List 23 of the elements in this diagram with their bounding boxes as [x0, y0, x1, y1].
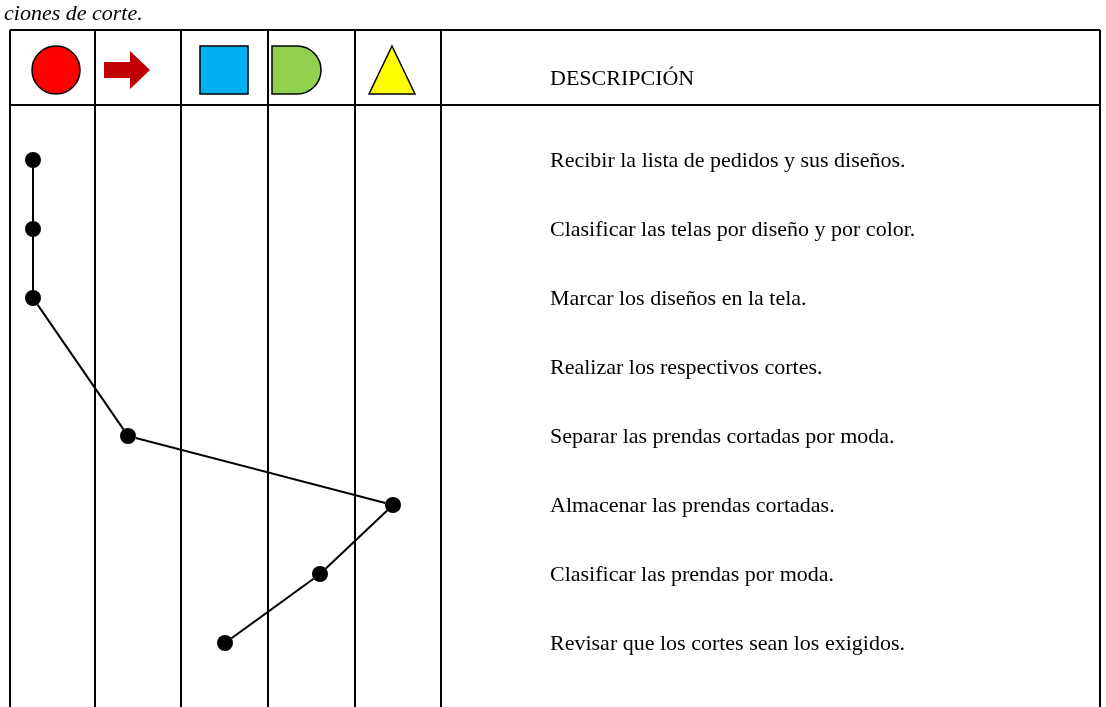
column-header: DESCRIPCIÓN [550, 65, 695, 91]
step-description: Clasificar las prendas por moda. [550, 561, 835, 587]
step-description: Realizar los respectivos cortes. [550, 354, 823, 380]
step-dot [25, 290, 41, 306]
connector-line [32, 236, 34, 291]
connector-line [134, 437, 387, 504]
connector-line [324, 509, 389, 570]
step-description: Almacenar las prendas cortadas. [550, 492, 835, 518]
step-dot [312, 566, 328, 582]
connector-line [36, 303, 125, 431]
connector-line [230, 577, 315, 640]
step-description: Revisar que los cortes sean los exigidos. [550, 630, 905, 656]
caption-text: ciones de corte. [4, 0, 143, 26]
step-dot [25, 152, 41, 168]
step-dot [25, 221, 41, 237]
step-description: Recibir la lista de pedidos y sus diseños. [550, 147, 906, 173]
connector-line [32, 167, 34, 222]
step-description: Clasificar las telas por diseño y por color. [550, 216, 916, 242]
step-dot [217, 635, 233, 651]
step-description: Marcar los diseños en la tela. [550, 285, 807, 311]
step-dot [120, 428, 136, 444]
step-dot [385, 497, 401, 513]
step-description: Separar las prendas cortadas por moda. [550, 423, 895, 449]
